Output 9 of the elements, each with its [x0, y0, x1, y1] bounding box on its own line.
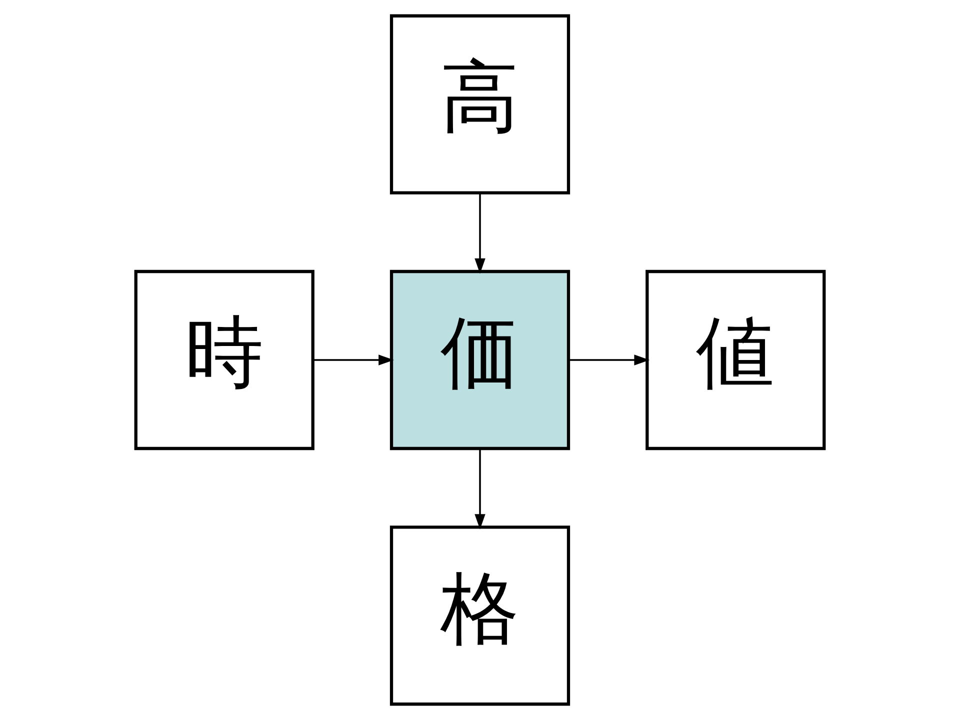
- arrow: [474, 448, 486, 530]
- node-box: 時: [134, 270, 314, 450]
- arrow: [474, 192, 486, 274]
- node-box: 格: [390, 526, 570, 706]
- arrow: [568, 354, 650, 366]
- arrow: [312, 354, 394, 366]
- node-box: 高: [390, 14, 570, 194]
- node-box: 値: [646, 270, 826, 450]
- node-box: 価: [390, 270, 570, 450]
